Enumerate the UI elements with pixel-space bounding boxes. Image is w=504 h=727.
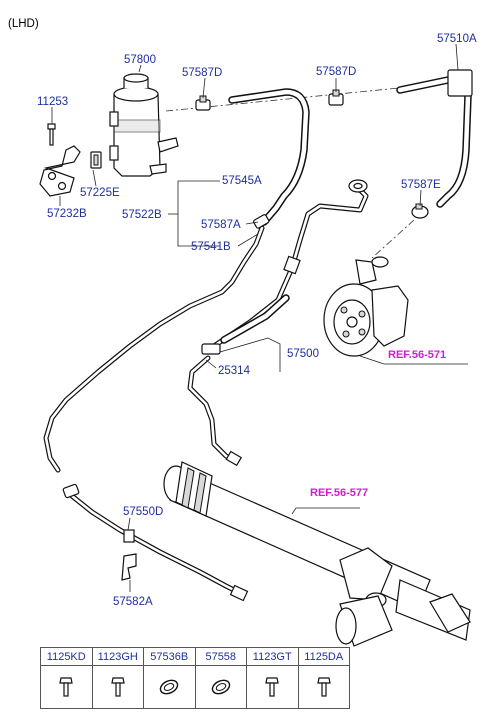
suction-hose	[396, 69, 473, 208]
alignment-lines	[165, 80, 471, 259]
callout-25314: 25314	[218, 365, 251, 377]
parts-table-header-row: 1125KD 1123GH 57536B 57558 1123GT 1125DA	[40, 647, 350, 666]
parts-table-icon-row	[40, 665, 350, 709]
parts-table-icon-cell	[143, 665, 196, 709]
bolt-11253	[47, 123, 56, 146]
callout-57587D-right: 57587D	[316, 66, 356, 78]
bolt-icon	[59, 677, 73, 697]
parts-table-header-cell[interactable]: 1123GH	[91, 647, 144, 666]
parts-table-header-cell[interactable]: 1125KD	[40, 647, 93, 666]
parts-table-icon-cell	[246, 665, 299, 709]
bolt-icon	[111, 677, 125, 697]
bolt-icon	[317, 677, 331, 697]
parts-table-icon-cell	[297, 665, 350, 709]
pressure-hose	[187, 179, 369, 467]
lhd-label: (LHD)	[8, 18, 39, 30]
parts-table-icon-cell	[91, 665, 144, 709]
reservoir-bracket	[39, 145, 81, 197]
callout-11253: 11253	[37, 96, 68, 108]
parts-table-header-cell[interactable]: 57536B	[143, 647, 196, 666]
clip-57582A	[121, 553, 137, 581]
callout-57232B: 57232B	[47, 208, 87, 220]
power-steering-pump	[323, 256, 409, 357]
callout-57582A: 57582A	[113, 596, 153, 608]
return-line	[43, 225, 265, 473]
callout-57587E: 57587E	[401, 179, 441, 191]
callout-57541B: 57541B	[191, 241, 231, 253]
parts-table-header-cell[interactable]: 1125DA	[297, 647, 350, 666]
clamp-ring-icon	[160, 679, 179, 695]
callout-57500: 57500	[287, 348, 319, 360]
parts-table: 1125KD 1123GH 57536B 57558 1123GT 1125DA	[40, 647, 350, 709]
parts-table-header-cell[interactable]: 1123GT	[246, 647, 299, 666]
clamp-57587A	[253, 214, 270, 229]
callout-57800: 57800	[124, 54, 156, 66]
callout-57522B: 57522B	[122, 209, 162, 221]
ref-steering-gear[interactable]: REF.56-577	[310, 487, 368, 499]
callout-57550D: 57550D	[123, 506, 163, 518]
parts-table-icon-cell	[40, 665, 93, 709]
parts-table-header-cell[interactable]: 57558	[194, 647, 247, 666]
clamp-57587D-right	[328, 89, 344, 106]
callout-57587A: 57587A	[201, 219, 241, 231]
clamp-ring-icon	[211, 679, 230, 695]
return-hose	[228, 88, 310, 226]
ref-pump[interactable]: REF.56-571	[388, 349, 446, 361]
callout-57587D-left: 57587D	[182, 67, 222, 79]
callout-57225E: 57225E	[80, 187, 120, 199]
parts-table-icon-cell	[194, 665, 247, 709]
reservoir	[109, 73, 179, 177]
steering-gear-box	[163, 461, 471, 647]
pressure-line	[62, 483, 249, 602]
callout-57545A: 57545A	[222, 175, 262, 187]
clamp-57587D-left	[195, 95, 211, 111]
clip-57225E	[90, 151, 102, 169]
bolt-icon	[265, 677, 279, 697]
callout-57510A: 57510A	[437, 33, 477, 45]
leader-lines	[51, 43, 468, 592]
clamp-57587E	[411, 203, 429, 219]
